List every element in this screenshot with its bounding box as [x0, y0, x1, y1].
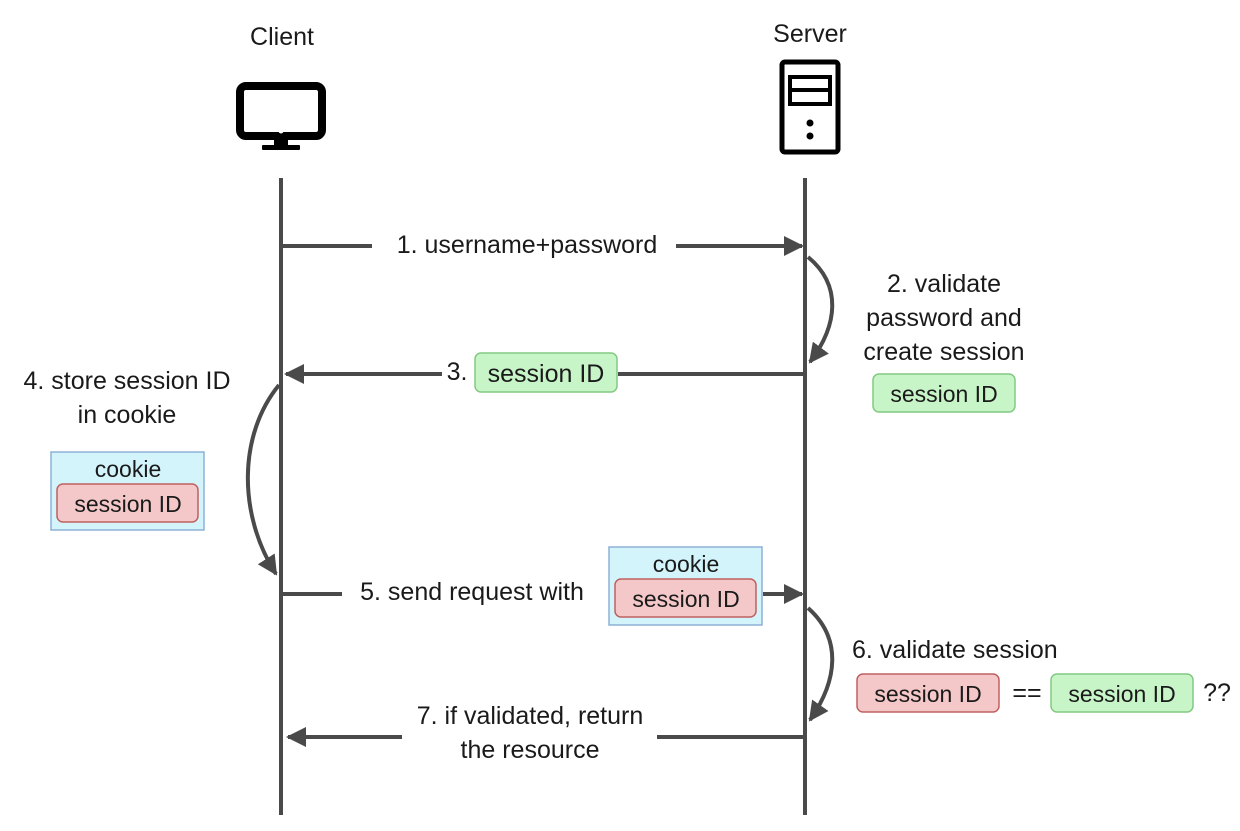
client-session-id-tag	[56, 483, 199, 523]
step-4-line-2: in cookie	[78, 401, 177, 429]
step-2-line-2: password and	[866, 304, 1022, 332]
step-7-line-1: 7. if validated, return	[417, 702, 644, 730]
client-title: Client	[250, 23, 314, 51]
step-3-label: 3.	[447, 358, 468, 386]
step-6-label: 6. validate session	[852, 636, 1058, 664]
server-session-id-text: session ID	[890, 381, 997, 407]
request-session-id-text: session ID	[632, 586, 739, 612]
step-1-message: 1. username+password	[283, 231, 804, 259]
step-2-line-3: create session	[863, 338, 1024, 366]
step-4-note: 4. store session ID in cookie cookie ses…	[23, 367, 281, 576]
compare-server-session-id-tag	[1050, 673, 1194, 713]
step-1-label: 1. username+password	[397, 231, 658, 259]
step-6-note: 6. validate session session ID == sessio…	[806, 606, 1231, 722]
response-session-id-tag	[474, 352, 618, 393]
compare-client-session-id-text: session ID	[874, 681, 981, 707]
server-session-id-tag	[872, 373, 1016, 413]
step-4-line-1: 4. store session ID	[23, 367, 230, 395]
step-7-message: 7. if validated, return the resource	[286, 702, 803, 764]
compare-server-session-id-text: session ID	[1068, 681, 1175, 707]
response-session-id-text: session ID	[488, 360, 605, 388]
step-5-message: 5. send request with cookie session ID	[283, 546, 804, 626]
request-cookie-label: cookie	[653, 551, 719, 577]
step-7-line-2: the resource	[461, 736, 600, 764]
equals-operator: ==	[1012, 679, 1041, 707]
client-session-id-text: session ID	[74, 491, 181, 517]
step-3-message: 3. session ID	[284, 352, 803, 393]
step-2-note: 2. validate password and create session …	[806, 255, 1025, 413]
question-marks: ??	[1203, 679, 1231, 707]
client-cookie-label: cookie	[95, 456, 161, 482]
step-5-label: 5. send request with	[360, 578, 584, 606]
compare-client-session-id-tag	[856, 673, 1000, 713]
server-title: Server	[773, 20, 847, 48]
server-tower-icon	[779, 59, 841, 155]
step-2-line-1: 2. validate	[887, 270, 1001, 298]
request-session-id-tag	[614, 578, 757, 618]
monitor-icon	[236, 82, 326, 150]
